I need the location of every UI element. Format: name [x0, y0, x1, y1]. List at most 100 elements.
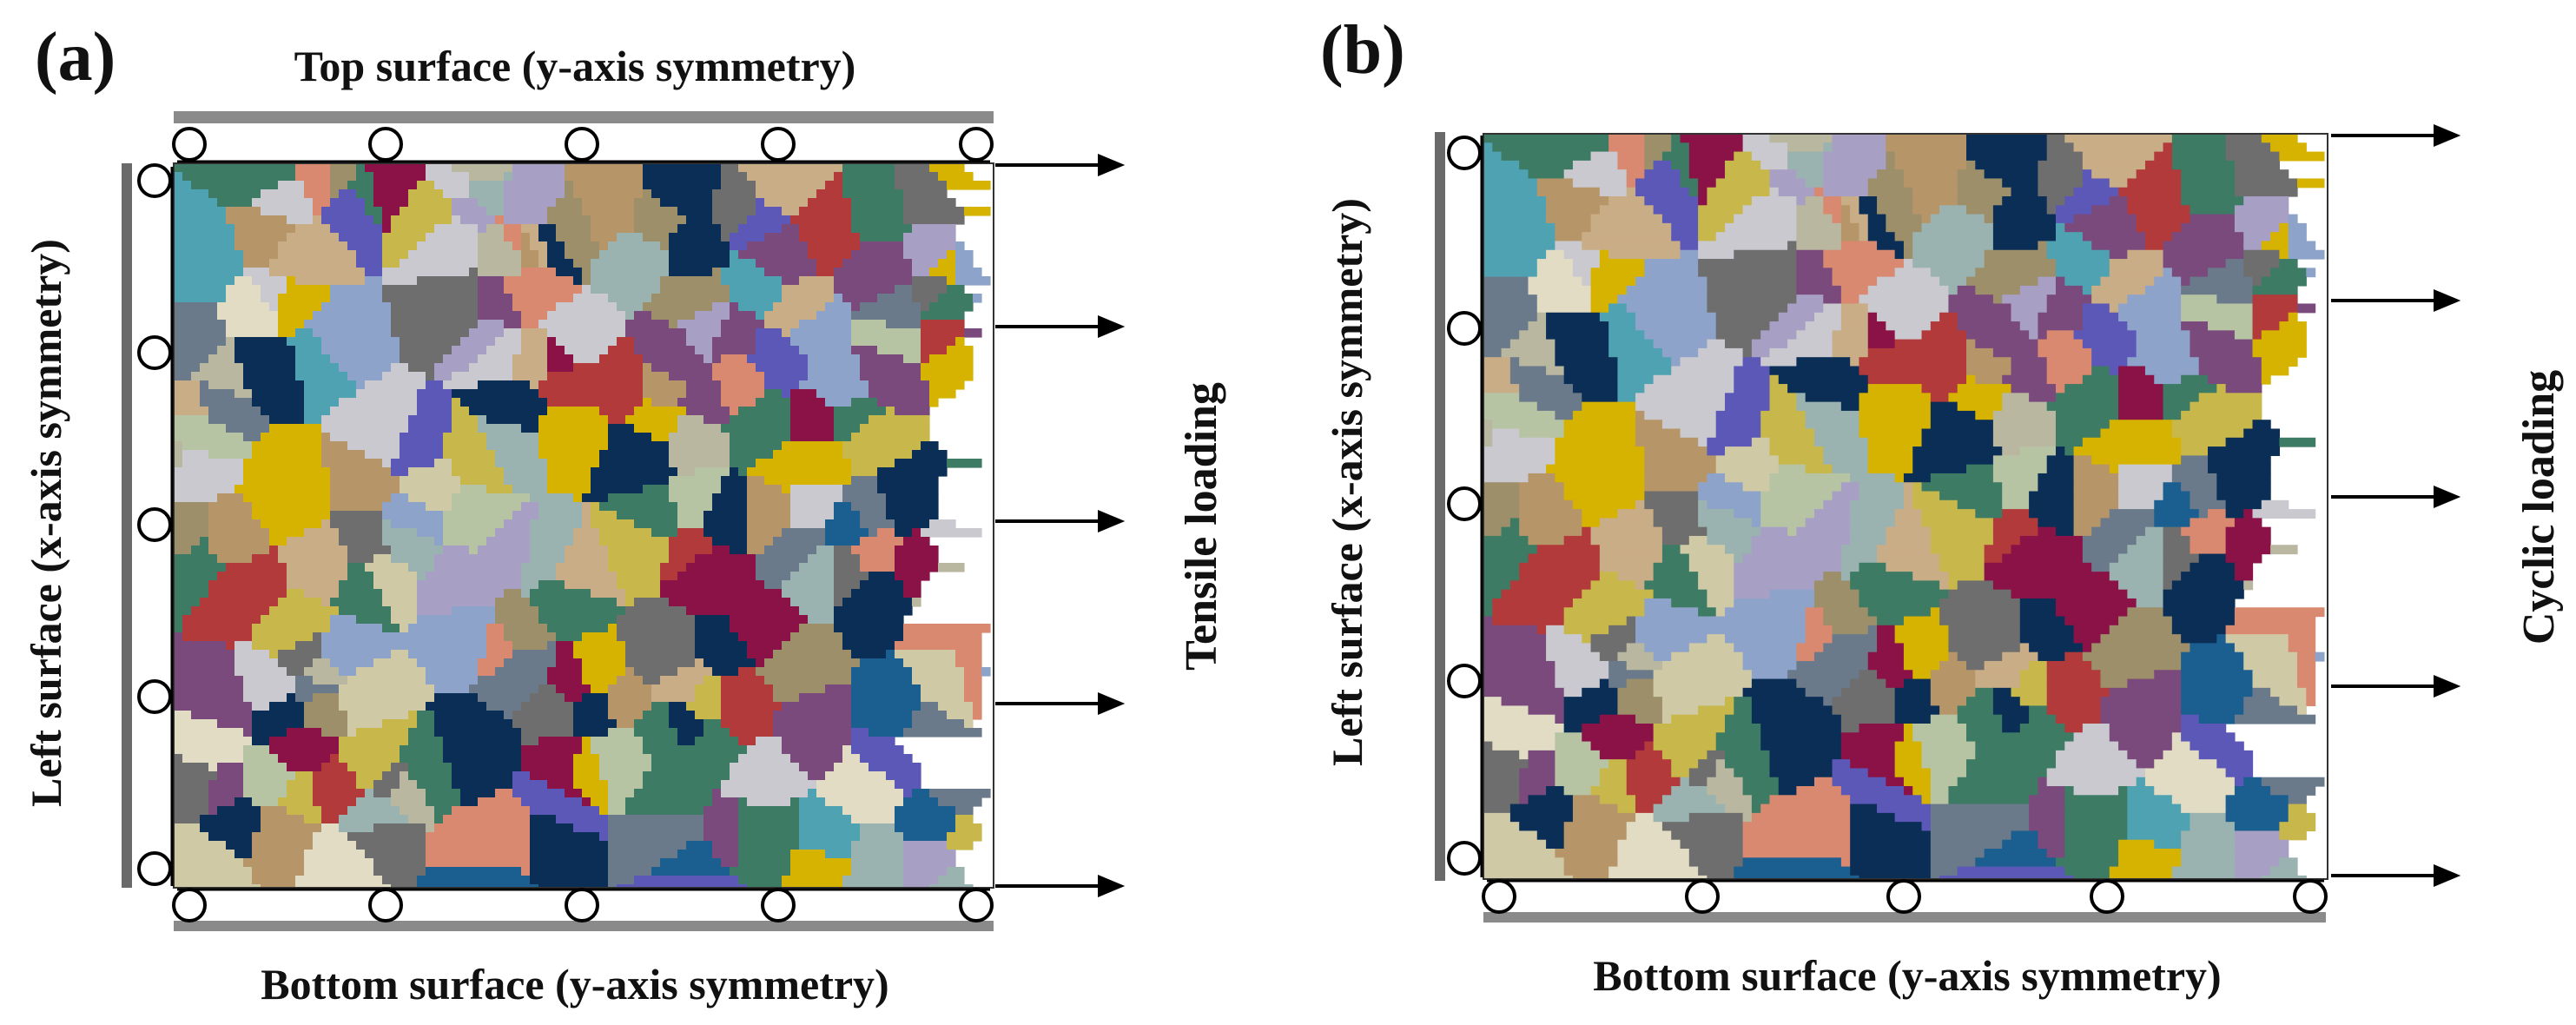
grain-cell	[634, 207, 678, 216]
grain-cell	[782, 876, 843, 885]
grain-cell	[808, 363, 861, 373]
grain-cell	[2011, 589, 2128, 599]
grain-cell	[1859, 401, 1932, 412]
grain-cell	[208, 789, 244, 798]
grain-cell	[1519, 357, 1556, 367]
grain-cell	[1483, 509, 1520, 519]
grain-cell	[2163, 562, 2191, 572]
grain-cell	[1787, 151, 1824, 162]
roller-icon	[565, 127, 599, 162]
grain-cell	[1760, 518, 1807, 528]
grain-cell	[1894, 518, 1923, 528]
grain-cell	[556, 302, 618, 312]
grain-cell	[565, 346, 609, 355]
grain-cell	[573, 181, 644, 190]
grain-cell	[1912, 205, 1940, 215]
grain-cell	[573, 719, 618, 729]
grain-cell	[938, 172, 974, 182]
grain-cell	[1859, 410, 1932, 420]
grain-cell	[1769, 750, 1842, 760]
grain-cell	[1823, 142, 1833, 153]
grain-cell	[1519, 750, 1529, 760]
grain-cell	[243, 476, 331, 486]
grain-cell	[1859, 232, 1869, 242]
grain-cell	[851, 224, 913, 234]
grain-cell	[2190, 491, 2217, 501]
grain-cell	[573, 754, 600, 764]
grain-cell	[2038, 178, 2084, 188]
grain-cell	[608, 815, 704, 824]
grain-cell	[730, 433, 791, 442]
grain-cell	[608, 806, 626, 816]
grain-cell	[174, 467, 244, 477]
grain-cell	[591, 797, 609, 807]
grain-cell	[929, 302, 974, 312]
grain-cell	[773, 302, 826, 312]
grain-cell	[2154, 786, 2236, 796]
grain-cell	[408, 737, 444, 746]
grain-cell	[1483, 249, 1547, 260]
grain-cell	[2234, 777, 2244, 787]
grain-cell	[677, 667, 713, 677]
grain-cell	[573, 650, 626, 659]
grain-cell	[851, 320, 887, 329]
grain-cell	[530, 528, 574, 538]
grain-cell	[174, 711, 192, 720]
grain-cell	[860, 554, 895, 564]
grain-cell	[208, 415, 270, 425]
grain-cell	[2046, 374, 2084, 385]
grain-cell	[1894, 750, 1923, 760]
grain-cell	[747, 528, 783, 538]
grain-cell	[2261, 366, 2289, 376]
grain-cell	[2190, 276, 2254, 287]
grain-cell	[625, 606, 687, 616]
grain-cell	[695, 650, 748, 659]
grain-cell	[1528, 750, 1556, 760]
grain-cell	[1850, 572, 1913, 582]
grain-cell	[226, 285, 261, 294]
grain-cell	[391, 797, 426, 807]
grain-cell	[903, 250, 948, 260]
panel-b-bottom-rollers	[1482, 879, 2328, 914]
grain-cell	[1528, 321, 1547, 331]
grain-cell	[1707, 786, 1744, 796]
grain-cell	[721, 172, 748, 182]
grain-cell	[703, 815, 739, 824]
grain-cell	[1698, 259, 1797, 268]
grain-cell	[347, 181, 374, 190]
grain-cell	[721, 424, 791, 433]
grain-cell	[2243, 697, 2281, 707]
grain-cell	[426, 572, 522, 581]
grain-cell	[313, 198, 331, 208]
grain-cell	[677, 424, 722, 433]
grain-cell	[1894, 330, 1923, 341]
grain-cell	[1483, 339, 1511, 349]
grain-cell	[2118, 499, 2155, 510]
grain-cell	[1813, 651, 1869, 662]
grain-cell	[538, 511, 583, 520]
grain-cell	[1975, 285, 2021, 295]
grain-cell	[1617, 572, 1655, 582]
grain-cell	[1653, 518, 1699, 528]
grain-cell	[591, 511, 618, 520]
grain-cell	[313, 676, 348, 685]
grain-cell	[1886, 222, 1923, 233]
grain-cell	[2073, 526, 2092, 537]
grain-cell	[2046, 660, 2092, 671]
grain-cell	[2064, 276, 2102, 287]
grain-cell	[651, 754, 739, 764]
grain-cell	[1644, 473, 1708, 483]
grain-cell	[565, 172, 644, 182]
grain-cell	[1563, 723, 1582, 733]
grain-cell	[478, 241, 513, 251]
grain-cell	[382, 224, 392, 234]
grain-cell	[1992, 222, 2057, 233]
grain-cell	[391, 493, 409, 503]
grain-cell	[547, 459, 600, 468]
grain-cell	[1823, 169, 1878, 180]
grain-cell	[608, 493, 670, 503]
grain-cell	[2073, 214, 2137, 224]
grain-cell	[1635, 276, 1708, 287]
grain-cell	[2002, 482, 2039, 493]
grain-cell	[347, 719, 383, 729]
